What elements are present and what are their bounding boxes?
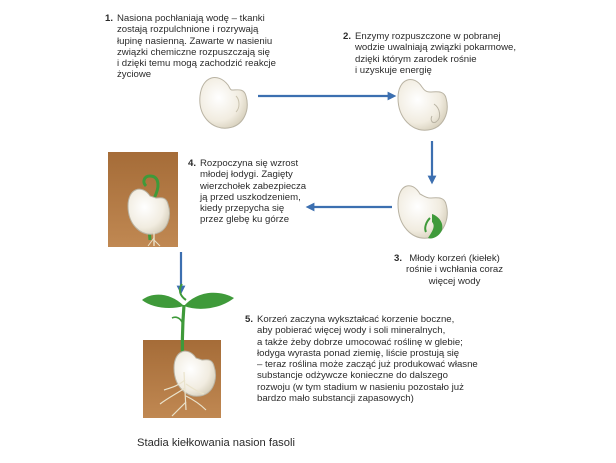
stage-5-text: Korzeń zaczyna wykształcać korzenie bocz… <box>257 314 478 405</box>
soil-box-stage-4 <box>108 152 178 247</box>
stage-4-number: 4. <box>188 158 197 169</box>
stage-2-number: 2. <box>343 31 352 42</box>
stage-3-number: 3. <box>394 253 403 264</box>
stage-5-number: 5. <box>245 314 254 325</box>
diagram-caption: Stadia kiełkowania nasion fasoli <box>137 437 295 449</box>
seed-stage-1 <box>199 76 248 129</box>
seed-stage-2 <box>397 79 448 131</box>
stage-1-text: Nasiona pochłaniają wodę – tkanki zostaj… <box>117 13 276 81</box>
stage-3-text: Młody korzeń (kiełek) rośnie i wchłania … <box>406 253 504 287</box>
plant-stage-5 <box>142 283 234 418</box>
stage-4-text: Rozpoczyna się wzrost młodej łodygi. Zag… <box>200 158 307 226</box>
stage-2-text: Enzymy rozpuszczone w pobranej wodzie uw… <box>355 31 517 76</box>
stage-1-number: 1. <box>105 13 114 24</box>
seed-stage-3 <box>397 185 448 239</box>
